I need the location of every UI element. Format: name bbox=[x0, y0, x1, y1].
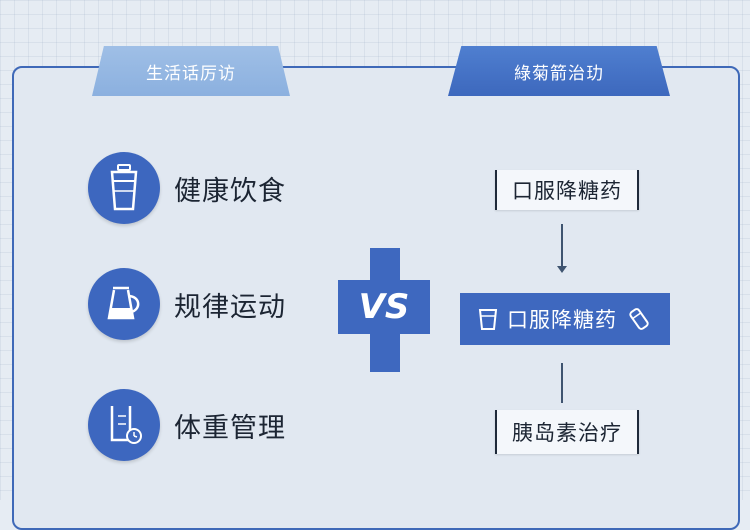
lifestyle-item-diet: 健康饮食 bbox=[88, 152, 286, 224]
tab-medication[interactable]: 綠菊箭治玏 bbox=[448, 46, 670, 96]
tab-lifestyle[interactable]: 生活话厉访 bbox=[92, 46, 290, 96]
treatment-box-oral-highlight: 口服降糖药 bbox=[460, 293, 670, 345]
pill-bottle-icon bbox=[625, 305, 653, 333]
lifestyle-item-exercise: 规律运动 bbox=[88, 268, 286, 340]
lifestyle-item-label: 健康饮食 bbox=[174, 175, 286, 207]
tab-lifestyle-label: 生活话厉访 bbox=[146, 63, 236, 84]
treatment-label: 口服降糖药 bbox=[512, 179, 622, 203]
treatment-box-oral: 口服降糖药 bbox=[495, 170, 639, 210]
lifestyle-item-label: 体重管理 bbox=[174, 412, 286, 444]
lifestyle-item-label: 规律运动 bbox=[174, 291, 286, 323]
treatment-label: 胰岛素治疗 bbox=[512, 421, 622, 445]
treatment-box-insulin: 胰岛素治疗 bbox=[495, 410, 639, 454]
cup-icon bbox=[477, 306, 499, 332]
versus-label: VS bbox=[358, 287, 410, 327]
connector-line-bottom bbox=[561, 363, 563, 403]
connector-line-top bbox=[561, 224, 563, 268]
arrow-down-icon bbox=[557, 266, 567, 273]
versus-cross: VS bbox=[338, 248, 430, 372]
cup-icon bbox=[88, 152, 160, 224]
lifestyle-item-weight: 体重管理 bbox=[88, 389, 286, 461]
treatment-label: 口服降糖药 bbox=[507, 308, 617, 332]
kettle-icon bbox=[88, 268, 160, 340]
cross-horizontal-bar bbox=[338, 280, 430, 334]
tab-medication-label: 綠菊箭治玏 bbox=[514, 63, 604, 84]
measuring-cup-clock-icon bbox=[88, 389, 160, 461]
